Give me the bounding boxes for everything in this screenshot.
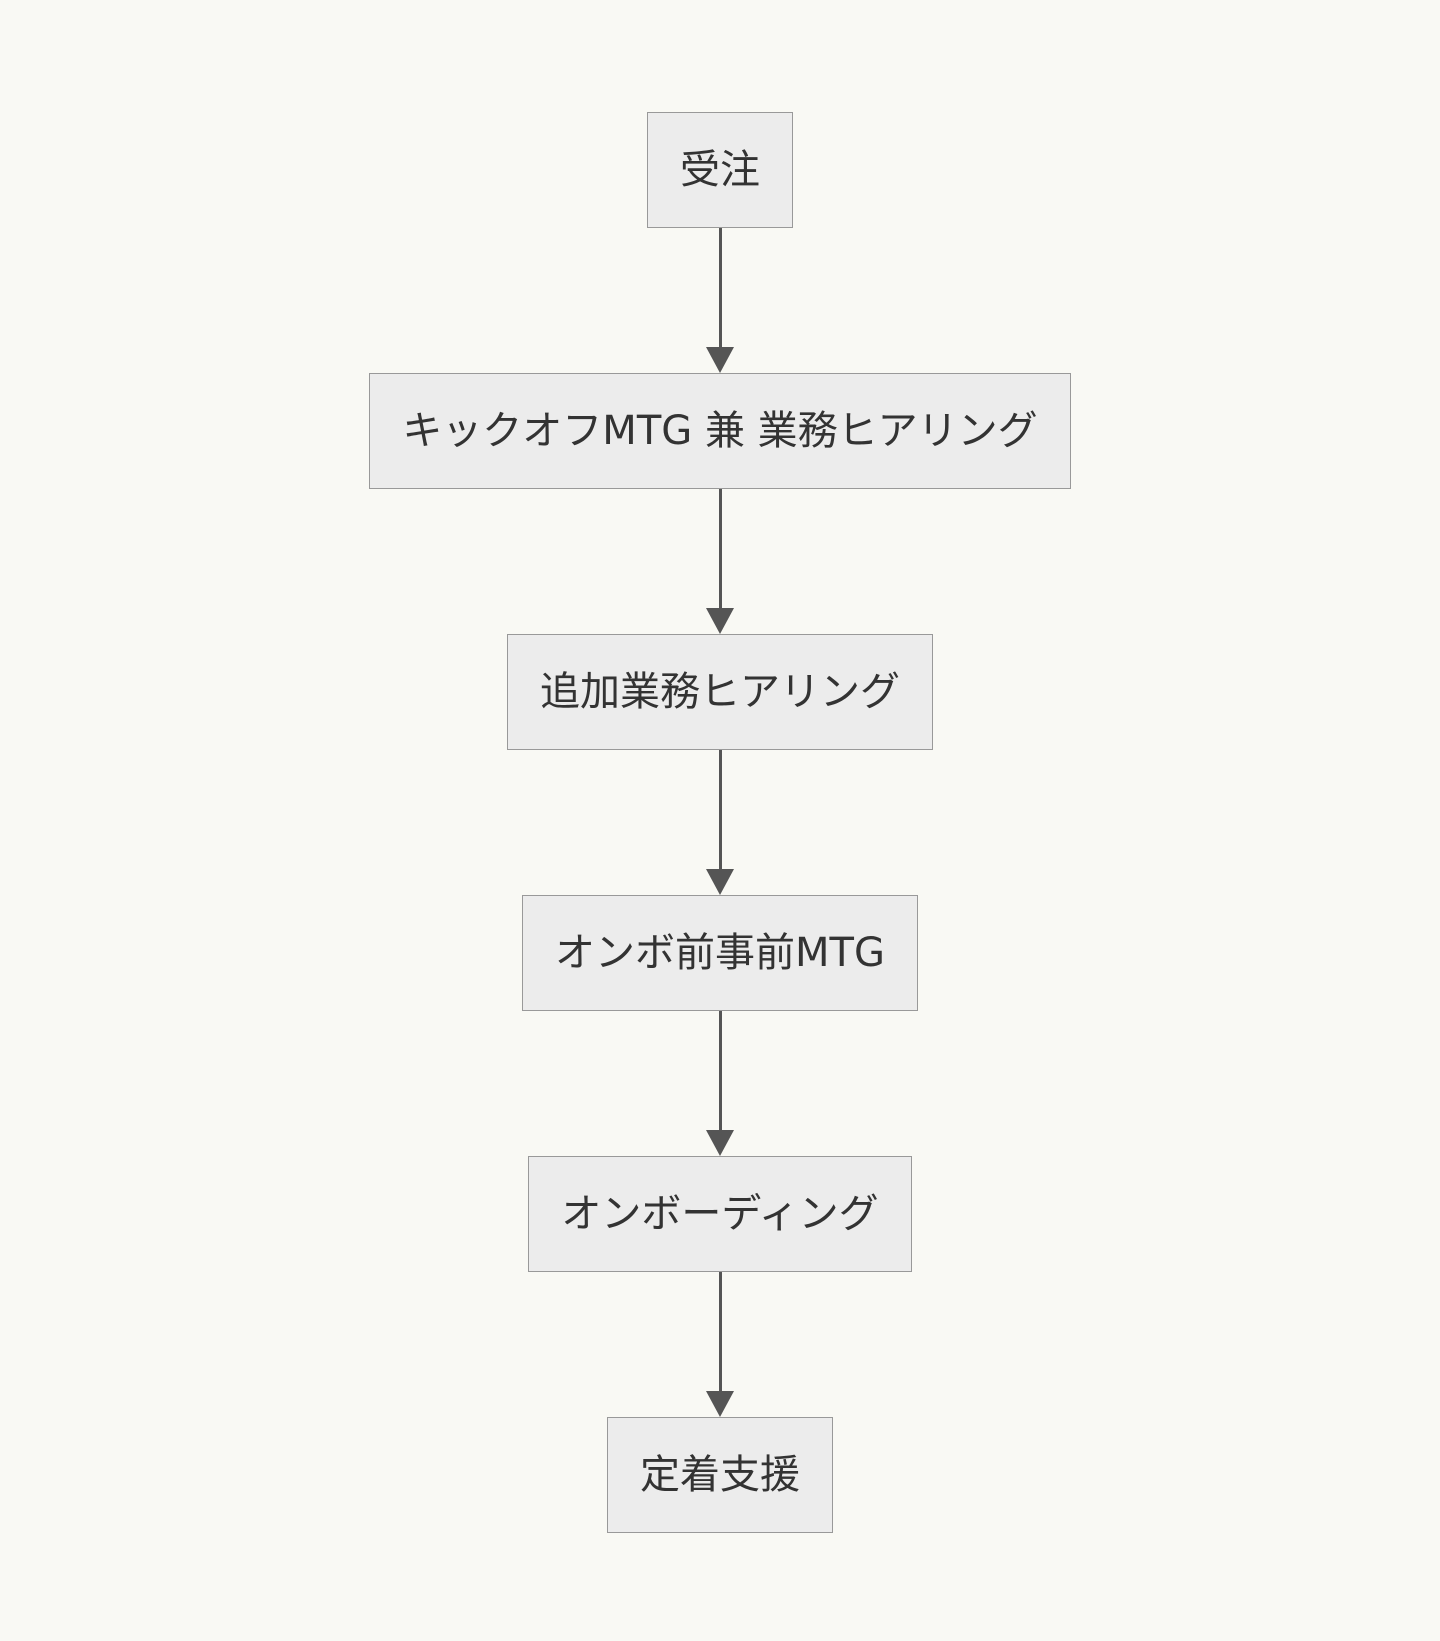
flow-edge-1 (706, 228, 734, 373)
flow-node-additional-hearing-label: 追加業務ヒアリング (540, 669, 900, 715)
flow-node-pre-onboarding-mtg: オンボ前事前MTG (522, 895, 918, 1011)
edge-line (718, 750, 722, 869)
flow-node-retention-support-label: 定着支援 (640, 1452, 800, 1498)
flow-edge-5 (706, 1272, 734, 1417)
arrow-down-icon (706, 347, 734, 373)
flow-edge-3 (706, 750, 734, 895)
flowchart: 受注 キックオフMTG 兼 業務ヒアリング 追加業務ヒアリング オンボ前事前MT… (369, 112, 1071, 1533)
flow-node-onboarding: オンボーディング (528, 1156, 912, 1272)
edge-line (718, 489, 722, 608)
flow-node-order: 受注 (647, 112, 793, 228)
flow-node-additional-hearing: 追加業務ヒアリング (507, 634, 933, 750)
arrow-down-icon (706, 869, 734, 895)
arrow-down-icon (706, 1130, 734, 1156)
flow-node-retention-support: 定着支援 (607, 1417, 833, 1533)
flow-node-order-label: 受注 (680, 147, 760, 193)
edge-line (718, 228, 722, 347)
arrow-down-icon (706, 1391, 734, 1417)
flow-node-kickoff-mtg: キックオフMTG 兼 業務ヒアリング (369, 373, 1071, 489)
flow-node-kickoff-mtg-label: キックオフMTG 兼 業務ヒアリング (402, 408, 1038, 454)
edge-line (718, 1272, 722, 1391)
edge-line (718, 1011, 722, 1130)
flow-edge-4 (706, 1011, 734, 1156)
flow-node-onboarding-label: オンボーディング (561, 1191, 879, 1237)
flow-node-pre-onboarding-mtg-label: オンボ前事前MTG (555, 930, 885, 976)
flow-edge-2 (706, 489, 734, 634)
arrow-down-icon (706, 608, 734, 634)
